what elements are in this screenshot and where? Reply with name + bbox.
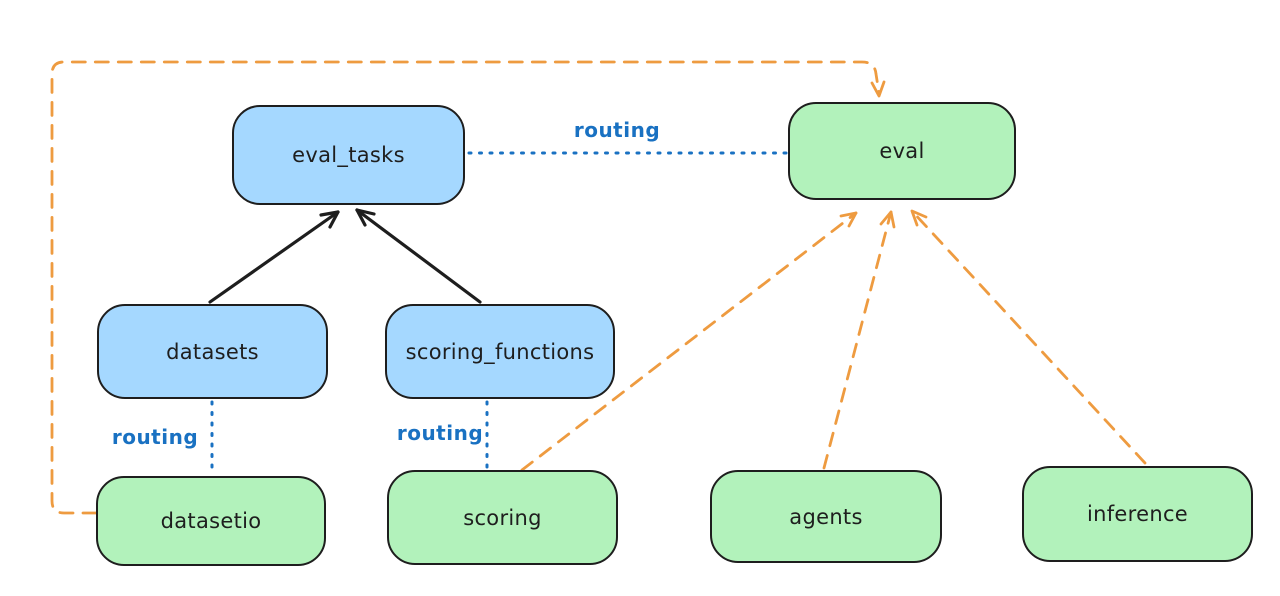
node-datasets: datasets xyxy=(97,304,328,399)
node-eval-label: eval xyxy=(879,139,925,163)
arrowhead-scoring-functions-to-eval-tasks xyxy=(355,208,376,227)
edge-datasets-to-eval-tasks xyxy=(208,210,340,304)
arrowhead-datasets-to-eval-tasks xyxy=(319,210,340,229)
node-agents-label: agents xyxy=(789,504,863,529)
arrowhead-scoring-to-eval xyxy=(839,211,858,228)
node-eval-tasks-label: eval_tasks xyxy=(292,143,405,167)
edge-label-routing-top: routing xyxy=(573,118,661,142)
edge-scoring-functions-to-eval-tasks xyxy=(355,208,482,304)
node-scoring-functions: scoring_functions xyxy=(385,304,615,399)
edge-label-routing-middle: routing xyxy=(396,421,484,445)
node-agents: agents xyxy=(710,470,942,563)
node-inference-label: inference xyxy=(1086,502,1189,526)
node-datasets-label: datasets xyxy=(166,339,259,364)
arrowhead-datasetio-to-eval xyxy=(870,80,886,98)
node-eval-tasks: eval_tasks xyxy=(232,105,465,205)
edge-agents-to-eval xyxy=(822,210,893,470)
node-datasetio-label: datasetio xyxy=(160,509,262,533)
edge-datasetio-to-eval xyxy=(50,60,881,515)
edge-label-routing-left: routing xyxy=(111,425,199,449)
edge-inference-to-eval xyxy=(910,209,1147,465)
node-scoring-functions-label: scoring_functions xyxy=(405,339,595,364)
edge-scoring-to-eval xyxy=(520,211,858,472)
node-scoring-label: scoring xyxy=(463,505,542,530)
arrowhead-inference-to-eval xyxy=(910,209,928,227)
node-datasetio: datasetio xyxy=(96,476,326,566)
node-inference: inference xyxy=(1022,466,1253,562)
node-scoring: scoring xyxy=(387,470,618,565)
arrowhead-agents-to-eval xyxy=(879,210,896,229)
node-eval: eval xyxy=(788,102,1016,200)
